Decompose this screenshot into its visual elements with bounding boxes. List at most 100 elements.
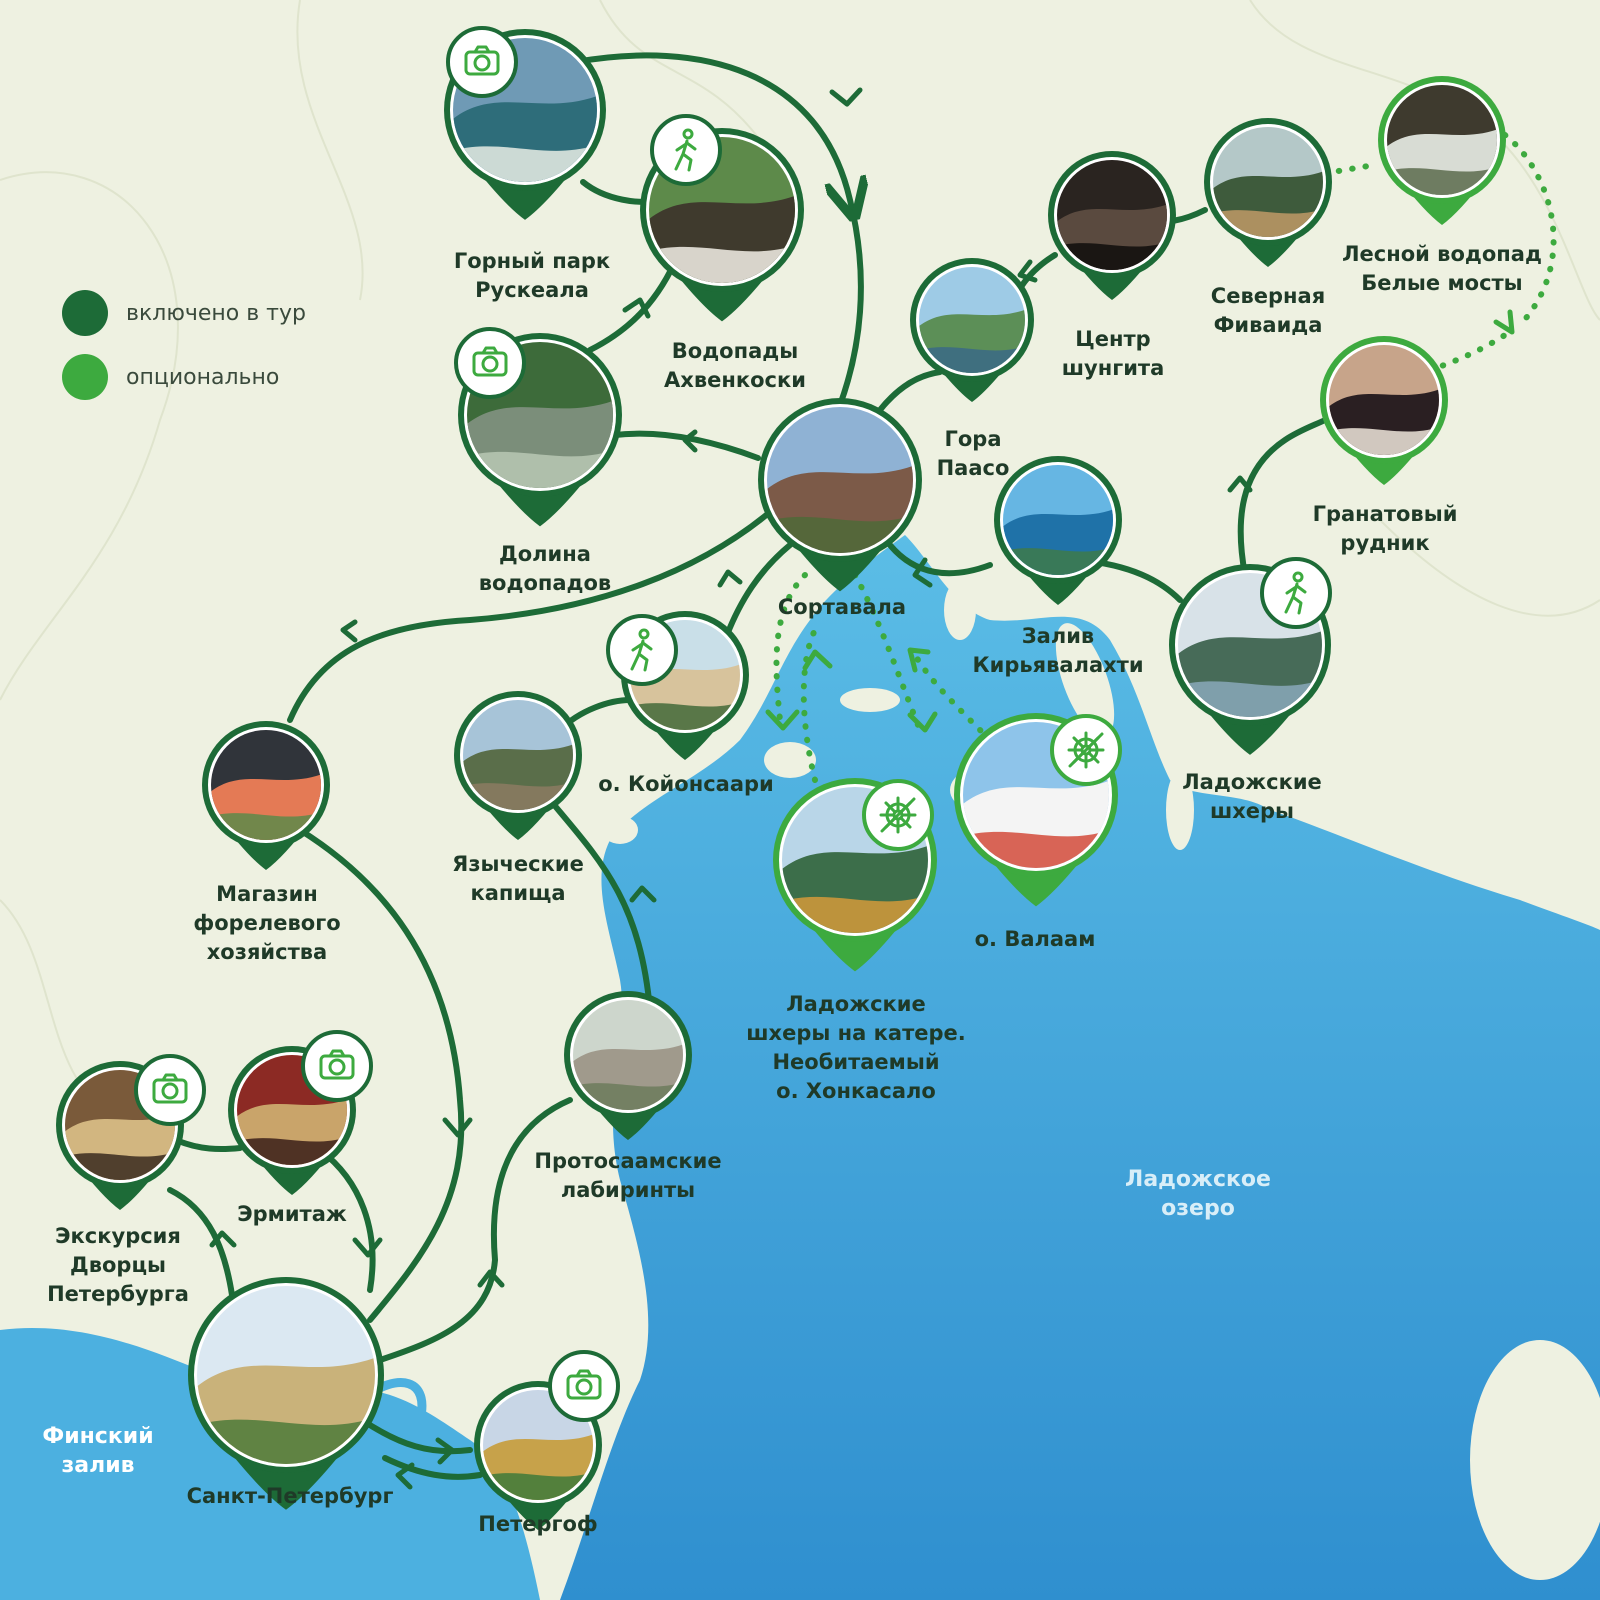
place-pin-spb[interactable] — [188, 1277, 384, 1510]
place-label-line: о. Койонсаари — [598, 772, 774, 796]
place-badge-ermitazh — [301, 1030, 373, 1102]
place-label-line: водопадов — [478, 571, 612, 595]
place-pin-forel[interactable] — [202, 721, 330, 870]
place-pin-dvorcy[interactable] — [56, 1054, 206, 1210]
place-pin-fivaida[interactable] — [1204, 118, 1332, 267]
place-label-line: Петербурга — [47, 1282, 189, 1306]
place-label-line: Ладожские — [786, 992, 926, 1016]
camera-icon — [464, 45, 500, 76]
place-badge-dvorcy — [134, 1054, 206, 1126]
place-pin-honkasalo[interactable] — [773, 778, 937, 972]
badge-circle — [1260, 557, 1332, 629]
legend-optional-dot — [62, 354, 108, 400]
place-label-line: Санкт-Петербург — [186, 1484, 394, 1508]
place-label-line: Ахвенкоски — [664, 368, 806, 392]
place-label-line: лабиринты — [560, 1178, 696, 1202]
place-label-shungit[interactable]: Центр шунгита — [1062, 325, 1165, 383]
place-badge-honkasalo — [862, 779, 934, 851]
place-label-petergof[interactable]: Петергоф — [478, 1510, 598, 1539]
photo-museum-hall — [237, 1055, 347, 1165]
place-label-line: Водопады — [671, 339, 799, 363]
place-badge-valaam — [1050, 714, 1122, 786]
place-label-koyonsaari[interactable]: о. Койонсаари — [598, 770, 774, 799]
hiking-icon — [674, 128, 697, 172]
place-label-line: капища — [470, 881, 566, 905]
photo-garnet — [1329, 345, 1439, 455]
place-pin-labirinty[interactable] — [564, 991, 692, 1140]
place-label-spb[interactable]: Санкт-Петербург — [187, 1482, 394, 1511]
place-label-shhery[interactable]: Ладожские шхеры — [1182, 768, 1322, 826]
place-label-ermitazh[interactable]: Эрмитаж — [237, 1200, 347, 1229]
ladoga-lake-label-line: Ладожское — [1125, 1167, 1271, 1192]
place-pin-petergof[interactable] — [474, 1350, 620, 1530]
place-pin-paaso[interactable] — [910, 258, 1034, 403]
place-pin-shhery[interactable] — [1169, 557, 1332, 755]
place-label-line: Сортавала — [777, 595, 907, 619]
place-label-line: Ладожские — [1182, 770, 1322, 794]
legend-included: включено в тур — [62, 290, 306, 336]
place-label-line: рудник — [1340, 531, 1430, 555]
place-pin-valaam[interactable] — [954, 713, 1122, 907]
optional-arrows — [765, 309, 1515, 733]
optional-routes — [773, 132, 1557, 783]
place-label-line: Фиваида — [1213, 313, 1323, 337]
place-label-line: Центр — [1075, 327, 1151, 351]
place-label-line: шхеры — [1209, 799, 1295, 823]
place-badge-shhery — [1260, 557, 1332, 629]
place-pin-kiryavalahti[interactable] — [994, 456, 1122, 605]
place-pins — [56, 26, 1506, 1530]
finsky-gulf-label-line: Финский — [42, 1424, 154, 1449]
place-badge-petergof — [548, 1350, 620, 1422]
legend: включено в тур опционально — [62, 290, 306, 418]
finsky-gulf-label: Финский залив — [42, 1422, 153, 1480]
place-pin-ahvenkoski[interactable] — [640, 114, 804, 322]
place-label-line: хозяйства — [206, 940, 328, 964]
place-label-line: Дворцы — [69, 1253, 167, 1277]
badge-circle — [134, 1054, 206, 1126]
place-pin-belye[interactable] — [1378, 76, 1506, 225]
photo-town — [767, 407, 913, 553]
hiking-icon — [1284, 571, 1307, 615]
contour-lines — [0, 0, 1600, 1121]
place-label-labirinty[interactable]: Протосаамские лабиринты — [534, 1147, 721, 1205]
place-pin-shungit[interactable] — [1048, 151, 1176, 300]
place-label-valaam[interactable]: о. Валаам — [975, 925, 1096, 954]
place-pin-kapisha[interactable] — [454, 691, 582, 840]
camera-icon — [472, 346, 508, 377]
place-pin-ermitazh[interactable] — [228, 1030, 373, 1195]
place-badge-ahvenkoski — [650, 114, 722, 186]
place-label-line: Лесной водопад — [1342, 242, 1542, 266]
place-label-line: Паасо — [936, 456, 1010, 480]
place-label-line: Протосаамские — [534, 1149, 722, 1173]
place-pin-dolina[interactable] — [454, 327, 622, 527]
place-label-sortavala[interactable]: Сортавала — [778, 593, 906, 622]
camera-icon — [152, 1073, 188, 1104]
place-label-line: шунгита — [1061, 356, 1165, 380]
route-arrows — [209, 87, 1253, 1490]
place-pin-granat[interactable] — [1320, 336, 1448, 485]
place-label-line: Рускеала — [475, 278, 589, 302]
place-label-line: Магазин — [216, 882, 318, 906]
place-label-line: о. Хонкасало — [776, 1079, 936, 1103]
place-label-line: о. Валаам — [974, 927, 1096, 951]
place-pin-koyonsaari[interactable] — [606, 611, 749, 760]
place-label-line: Гора — [944, 427, 1002, 451]
place-label-line: Кирьявалахти — [972, 653, 1144, 677]
badge-circle — [454, 327, 526, 399]
place-pin-ruskeala[interactable] — [444, 26, 606, 220]
place-pin-sortavala[interactable] — [758, 398, 922, 592]
